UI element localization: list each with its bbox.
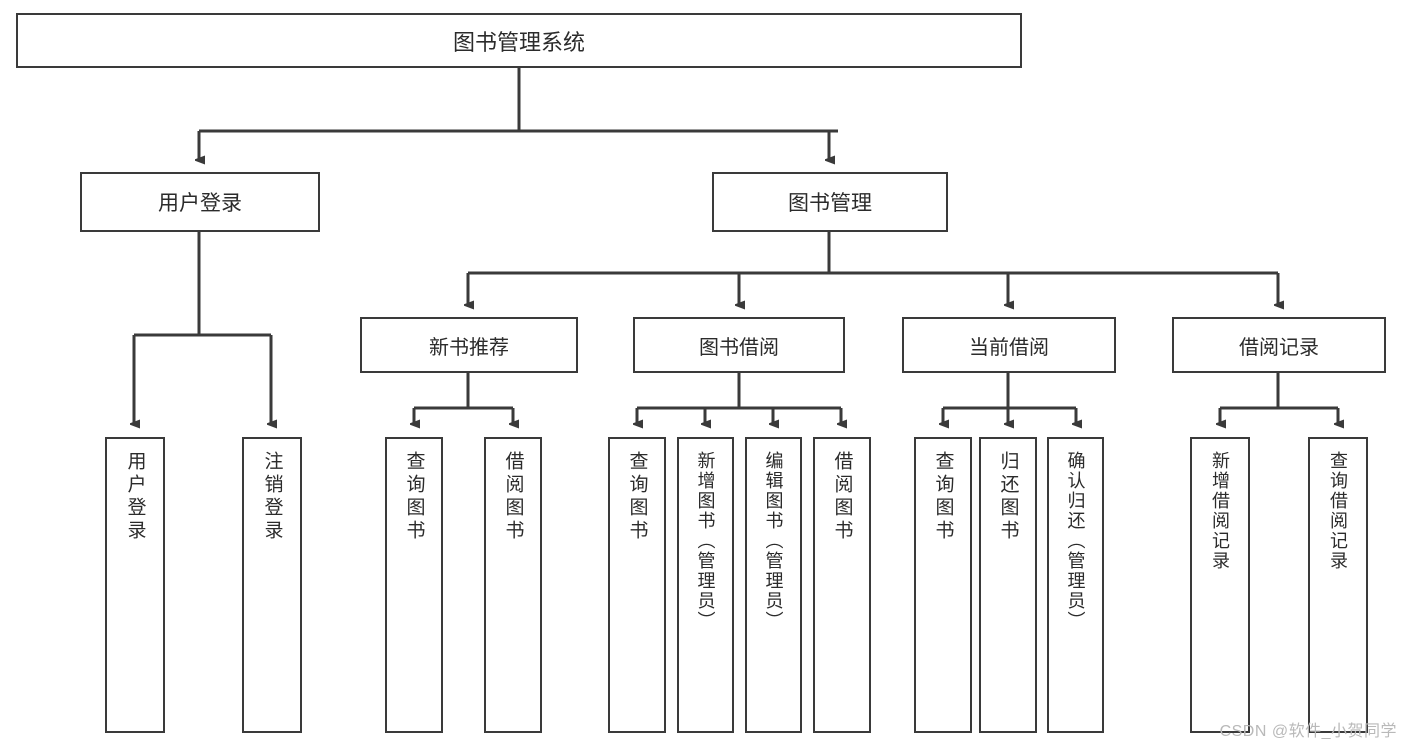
- node-label: 图书借阅: [699, 336, 779, 359]
- leaf-borrow-book-1[interactable]: 借阅图书: [484, 437, 542, 733]
- node-label: 查询借阅记录: [1328, 451, 1348, 571]
- node-label: 图书管理: [788, 192, 872, 215]
- node-label: 图书管理系统: [452, 29, 585, 55]
- leaf-edit-book[interactable]: 编辑图书（管理员）: [745, 437, 802, 733]
- leaf-query-book-3[interactable]: 查询图书: [914, 437, 972, 733]
- node-label: 确认归还（管理员）: [1065, 451, 1086, 631]
- node-label: 归还图书: [997, 451, 1019, 543]
- node-label: 新增借阅记录: [1210, 451, 1230, 571]
- node-label: 用户登录: [158, 192, 242, 215]
- node-label: 借阅图书: [502, 451, 524, 543]
- node-user-login[interactable]: 用户登录: [80, 172, 320, 232]
- node-current-borrow[interactable]: 当前借阅: [902, 317, 1116, 373]
- node-label: 用户登录: [124, 451, 146, 543]
- node-root-system[interactable]: 图书管理系统: [16, 13, 1022, 68]
- leaf-query-record[interactable]: 查询借阅记录: [1308, 437, 1368, 733]
- node-new-book-recommend[interactable]: 新书推荐: [360, 317, 578, 373]
- node-label: 借阅图书: [831, 451, 853, 543]
- watermark-text: CSDN @软件_小贺同学: [1219, 723, 1397, 740]
- node-label: 查询图书: [932, 451, 954, 543]
- leaf-add-book[interactable]: 新增图书（管理员）: [677, 437, 734, 733]
- node-book-borrow[interactable]: 图书借阅: [633, 317, 845, 373]
- leaf-confirm-return[interactable]: 确认归还（管理员）: [1047, 437, 1104, 733]
- node-label: 新增图书（管理员）: [695, 451, 716, 631]
- node-book-manage[interactable]: 图书管理: [712, 172, 948, 232]
- node-label: 注销登录: [261, 451, 283, 543]
- node-label: 当前借阅: [969, 336, 1049, 359]
- leaf-user-logout[interactable]: 注销登录: [242, 437, 302, 733]
- node-label: 新书推荐: [429, 336, 509, 359]
- node-label: 查询图书: [626, 451, 648, 543]
- leaf-query-book-2[interactable]: 查询图书: [608, 437, 666, 733]
- node-label: 借阅记录: [1239, 336, 1319, 359]
- leaf-query-book-1[interactable]: 查询图书: [385, 437, 443, 733]
- node-label: 编辑图书（管理员）: [763, 451, 784, 631]
- leaf-user-login[interactable]: 用户登录: [105, 437, 165, 733]
- leaf-add-record[interactable]: 新增借阅记录: [1190, 437, 1250, 733]
- node-borrow-record[interactable]: 借阅记录: [1172, 317, 1386, 373]
- node-label: 查询图书: [403, 451, 425, 543]
- leaf-borrow-book-2[interactable]: 借阅图书: [813, 437, 871, 733]
- leaf-return-book[interactable]: 归还图书: [979, 437, 1037, 733]
